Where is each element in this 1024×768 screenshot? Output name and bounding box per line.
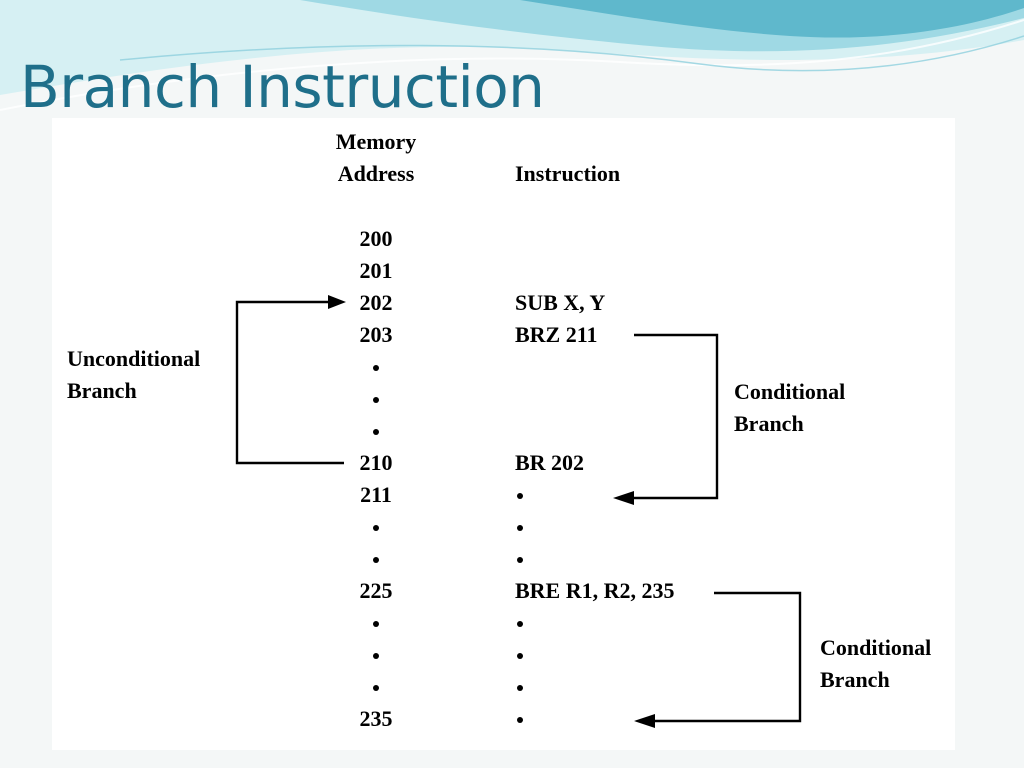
instruction-ellipsis-dot (517, 653, 523, 659)
conditional-branch-arrow-1 (627, 333, 719, 500)
header-instruction: Instruction (515, 161, 620, 186)
address-ellipsis-dot (373, 653, 379, 659)
label-conditional-1-line1: Conditional (734, 379, 845, 404)
memory-rows: 200 201 202 SUB X, Y 203 BRZ 211 210 BR 202 211 2… (360, 226, 675, 731)
address-cell: 202 (360, 290, 393, 315)
instruction-ellipsis-dot (517, 557, 523, 563)
address-ellipsis-dot (373, 685, 379, 691)
instruction-cell: BR 202 (515, 450, 584, 475)
instruction-cell: BRE R1, R2, 235 (515, 578, 675, 603)
address-cell: 200 (360, 226, 393, 251)
address-cell: 201 (360, 258, 393, 283)
instruction-ellipsis-dot (517, 493, 523, 499)
label-conditional-2-line1: Conditional (820, 635, 931, 660)
address-cell: 210 (360, 450, 393, 475)
header-address-line2: Address (338, 161, 415, 186)
conditional-arrowhead-2 (634, 714, 655, 728)
header-address-line1: Memory (336, 129, 417, 154)
address-cell: 203 (360, 322, 393, 347)
header-wave-line-2 (119, 35, 1024, 72)
address-ellipsis-dot (373, 557, 379, 563)
unconditional-arrowhead (328, 295, 346, 309)
instruction-ellipsis-dot (517, 621, 523, 627)
address-cell: 211 (360, 482, 392, 507)
address-cell: 235 (360, 706, 393, 731)
instruction-ellipsis-dot (517, 717, 523, 723)
address-ellipsis-dot (373, 429, 379, 435)
label-conditional-1-line2: Branch (734, 411, 804, 436)
instruction-ellipsis-dot (517, 685, 523, 691)
address-ellipsis-dot (373, 525, 379, 531)
label-conditional-2-line2: Branch (820, 667, 890, 692)
header-wave-dark (520, 0, 1024, 38)
slide-title: Branch Instruction (20, 53, 545, 121)
header-wave-line (0, 19, 1024, 111)
diagram-panel: Memory Address Instruction 200 201 202 SUB … (52, 118, 955, 750)
conditional-arrowhead-1 (613, 491, 634, 505)
address-ellipsis-dot (373, 397, 379, 403)
instruction-cell: BRZ 211 (515, 322, 598, 347)
unconditional-branch-arrow (235, 300, 344, 465)
branch-diagram: Memory Address Instruction 200 201 202 SUB … (67, 129, 931, 731)
address-cell: 225 (360, 578, 393, 603)
instruction-cell: SUB X, Y (515, 290, 605, 315)
address-ellipsis-dot (373, 621, 379, 627)
label-unconditional-line2: Branch (67, 378, 137, 403)
conditional-branch-arrow-2 (649, 591, 802, 723)
instruction-ellipsis-dot (517, 525, 523, 531)
label-unconditional-line1: Unconditional (67, 346, 200, 371)
address-ellipsis-dot (373, 365, 379, 371)
